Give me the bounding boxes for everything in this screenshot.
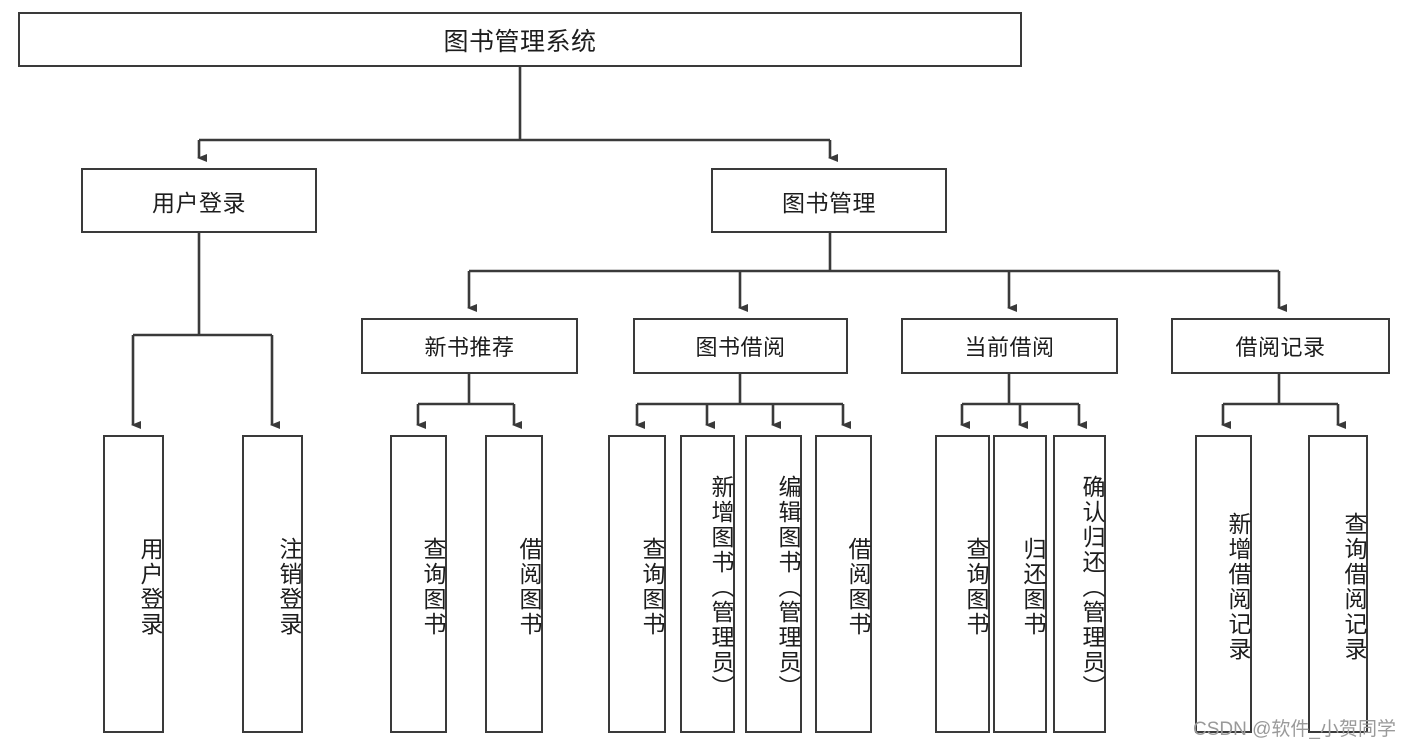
leaf-borrow-book-2[interactable]: 借阅图书	[815, 435, 872, 733]
leaf-logout-login[interactable]: 注销登录	[242, 435, 303, 733]
leaf-edit-book[interactable]: 编辑图书（管理员）	[745, 435, 802, 733]
leaf-query-book-1[interactable]: 查询图书	[390, 435, 447, 733]
leaf-user-login[interactable]: 用户登录	[103, 435, 164, 733]
leaf-add-record[interactable]: 新增借阅记录	[1195, 435, 1252, 733]
leaf-query-book-3[interactable]: 查询图书	[935, 435, 990, 733]
node-user-login[interactable]: 用户登录	[81, 168, 317, 233]
node-current-borrow[interactable]: 当前借阅	[901, 318, 1118, 374]
node-root-system[interactable]: 图书管理系统	[18, 12, 1022, 67]
node-book-manage[interactable]: 图书管理	[711, 168, 947, 233]
leaf-borrow-book-1[interactable]: 借阅图书	[485, 435, 543, 733]
leaf-confirm-return[interactable]: 确认归还（管理员）	[1053, 435, 1106, 733]
leaf-return-book[interactable]: 归还图书	[993, 435, 1047, 733]
node-new-book-recommend[interactable]: 新书推荐	[361, 318, 578, 374]
leaf-query-book-2[interactable]: 查询图书	[608, 435, 666, 733]
leaf-query-record[interactable]: 查询借阅记录	[1308, 435, 1368, 733]
node-borrow-record[interactable]: 借阅记录	[1171, 318, 1390, 374]
leaf-add-book[interactable]: 新增图书（管理员）	[680, 435, 735, 733]
node-book-borrow[interactable]: 图书借阅	[633, 318, 848, 374]
csdn-watermark: CSDN @软件_小贺同学	[1193, 719, 1396, 740]
